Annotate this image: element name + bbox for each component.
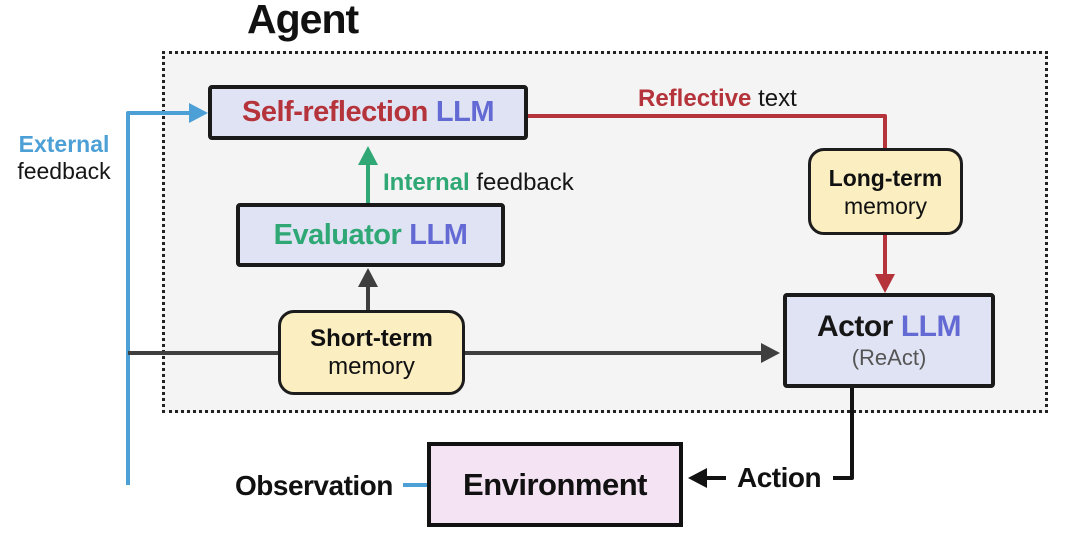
evaluator-label: Evaluator (273, 218, 402, 251)
environment-node: Environment (427, 442, 683, 527)
reflective-text-word: text (758, 85, 797, 112)
external-feedback-label: External feedback (6, 131, 122, 185)
reflective-text-label: Reflective text (638, 85, 797, 113)
internal-feedback-label: Internal feedback (383, 169, 574, 197)
external-word: External (18, 131, 110, 157)
short-term-memory-line2: memory (328, 352, 415, 380)
actor-react-sublabel: (ReAct) (851, 345, 927, 370)
self-reflection-llm-label: LLM (435, 96, 495, 128)
action-to-environment-arrowhead-icon (688, 468, 707, 488)
self-reflection-llm-node: Self-reflection LLM (208, 85, 528, 140)
observation-label: Observation (235, 470, 393, 501)
agent-title: Agent (247, 0, 359, 42)
self-reflection-label: Self-reflection (242, 96, 428, 128)
external-feedback-word: feedback (17, 158, 111, 184)
actor-label: Actor (817, 310, 893, 343)
environment-label: Environment (463, 466, 647, 502)
long-term-memory-line2: memory (843, 192, 928, 219)
actor-llm-label: LLM (900, 310, 962, 343)
action-label: Action (737, 462, 822, 493)
long-term-memory-line1: Long-term (828, 164, 943, 191)
evaluator-llm-label: LLM (409, 218, 468, 251)
internal-feedback-word: feedback (476, 169, 574, 196)
reflective-word: Reflective (638, 85, 752, 112)
long-term-memory-node: Long-term memory (808, 148, 963, 235)
short-term-memory-node: Short-term memory (278, 310, 465, 395)
evaluator-llm-node: Evaluator LLM (236, 203, 505, 267)
internal-word: Internal (383, 169, 470, 196)
short-term-memory-line1: Short-term (310, 324, 433, 352)
